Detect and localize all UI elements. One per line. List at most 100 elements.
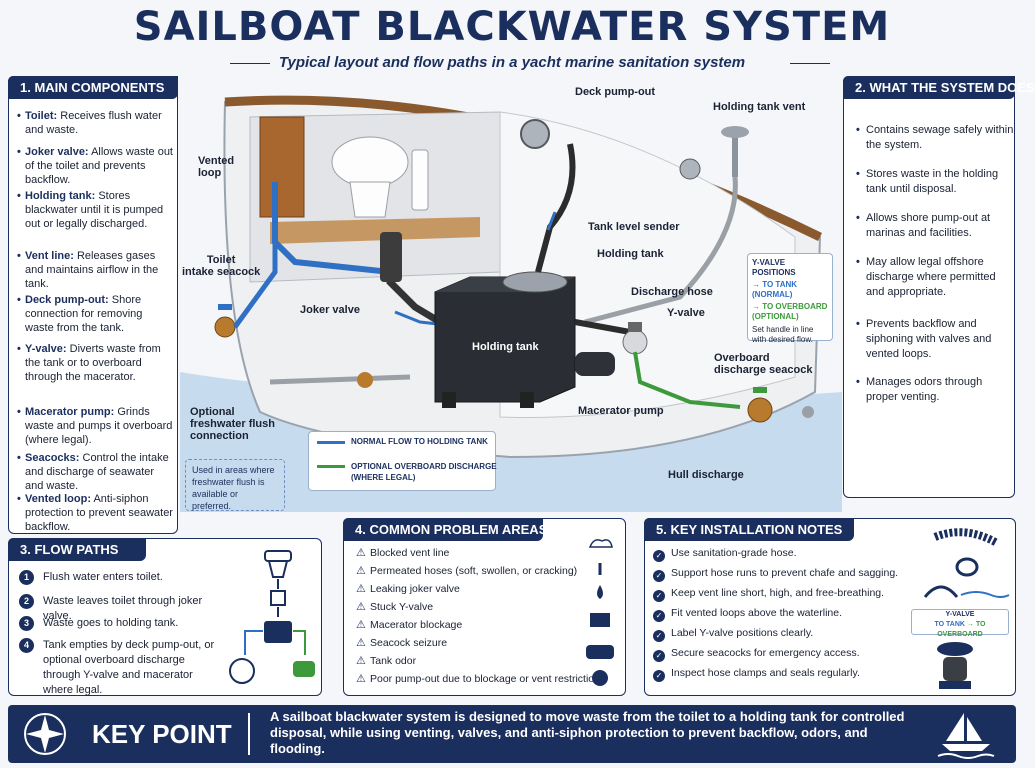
freshwater-hose — [269, 374, 411, 385]
boat-cutaway-diagram — [180, 95, 842, 512]
subtitle-rule-right — [790, 63, 830, 64]
purpose-item: Manages odors through proper venting. — [856, 375, 1016, 405]
check-icon: ✓ — [653, 630, 665, 642]
hose-icon — [933, 528, 999, 577]
label-tank-vent: Holding tank vent — [713, 101, 806, 113]
component-item: Y-valve: Diverts waste from the tank or … — [17, 342, 173, 384]
toilet-pump — [411, 149, 429, 211]
flow-step: 4 Tank empties by deck pump-out, or optio… — [19, 638, 221, 698]
freshwater-valve — [357, 372, 373, 388]
warning-icon: ⚠ — [356, 583, 366, 595]
component-name: Seacocks: — [25, 452, 80, 464]
y-valve-box-overboard: → TO OVERBOARD (OPTIONAL) — [752, 302, 828, 321]
page-title: SAILBOAT BLACKWATER SYSTEM — [133, 4, 891, 50]
y-valve-tag-overboard: TO OVERBOARD — [937, 621, 986, 638]
joker-valve-icon — [270, 590, 286, 606]
tank-foot-right — [520, 392, 534, 408]
purpose-item: Stores waste in the holding tank until d… — [856, 167, 1016, 197]
vent-deck-fitting — [679, 158, 701, 180]
warning-icon: ⚠ — [356, 673, 366, 685]
component-desc: Releases gases and maintains airflow in … — [25, 250, 159, 290]
hull-discharge-fitting — [802, 406, 814, 418]
problem-item: ⚠Permeated hoses (soft, swollen, or crac… — [356, 564, 577, 578]
loop-icon — [923, 585, 959, 598]
seacock-install-icon — [937, 642, 973, 689]
component-name: Macerator pump: — [25, 406, 115, 418]
legend-normal-swatch — [317, 441, 345, 444]
problem-item: ⚠Macerator blockage — [356, 618, 462, 632]
check-icon: ✓ — [653, 650, 665, 662]
problem-text: Permeated hoses (soft, swollen, or crack… — [370, 565, 578, 577]
step-number: 4 — [19, 638, 34, 653]
label-macerator: Macerator pump — [578, 405, 664, 417]
warning-icon: ⚠ — [356, 601, 366, 613]
problem-text: Tank odor — [370, 655, 417, 667]
component-item: Joker valve: Allows waste out of the toi… — [17, 145, 173, 187]
key-point-bar: KEY POINT A sailboat blackwater system i… — [8, 705, 1016, 763]
check-icon: ✓ — [653, 550, 665, 562]
warning-icon: ⚠ — [356, 547, 366, 559]
problem-text: Stuck Y-valve — [370, 601, 434, 613]
y-valve-box-tank: → TO TANK (NORMAL) — [752, 280, 798, 299]
sailboat-icon — [937, 713, 995, 759]
key-point-text: A sailboat blackwater system is designed… — [270, 709, 905, 756]
pumpout-path-icon — [244, 630, 263, 655]
page-subtitle: Typical layout and flow paths in a yacht… — [278, 54, 746, 71]
component-desc: Control the intake and discharge of seaw… — [25, 452, 169, 492]
step-text: Flush water enters toilet. — [43, 571, 163, 583]
intake-handle — [218, 304, 232, 310]
note-text: Label Y-valve positions clearly. — [671, 627, 814, 639]
macerator-icon — [586, 645, 614, 659]
cabinet-door — [259, 116, 305, 218]
purpose-item: Prevents backflow and siphoning with val… — [856, 317, 1016, 362]
toilet-bowl — [331, 136, 409, 188]
label-y-valve: Y-valve — [667, 307, 705, 319]
install-note: ✓Fit vented loops above the waterline. — [653, 606, 842, 622]
main-components-panel: 1. MAIN COMPONENTS Toilet: Receives flus… — [8, 76, 178, 534]
step-text: Tank empties by deck pump-out, or option… — [43, 639, 215, 696]
label-vented-loop: Vented loop — [198, 155, 235, 179]
y-valve-tag-title: Y-VALVE — [945, 611, 975, 618]
problem-text: Blocked vent line — [370, 547, 450, 559]
note-text: Support hose runs to prevent chafe and s… — [671, 567, 899, 579]
component-desc: Diverts waste from the tank or to overbo… — [25, 343, 161, 383]
leak-drop-icon — [597, 585, 603, 599]
problems-heading: 4. COMMON PROBLEM AREAS — [343, 518, 547, 541]
flow-paths-heading: 3. FLOW PATHS — [8, 538, 146, 561]
legend-optional-swatch — [317, 465, 345, 468]
component-desc: Stores blackwater until it is pumped out… — [25, 190, 164, 230]
deck-pumpout-icon — [229, 658, 255, 684]
warning-icon: ⚠ — [356, 655, 366, 667]
holding-tank-icon — [264, 621, 292, 643]
problem-item: ⚠ Blocked vent line — [356, 546, 449, 560]
overboard-flow-line — [633, 351, 741, 409]
toilet-base — [349, 181, 391, 218]
step-text: Waste goes to holding tank. — [43, 617, 179, 629]
waterline-icon — [960, 591, 1010, 598]
component-name: Y-valve: — [25, 343, 67, 355]
problem-text: Poor pump-out due to blockage or vent re… — [370, 673, 600, 685]
note-text: Use sanitation-grade hose. — [671, 547, 797, 559]
warning-icon: ⚠ — [356, 619, 366, 631]
label-tank-level: Tank level sender — [588, 221, 680, 233]
overboard-path-icon — [293, 630, 306, 655]
component-desc: Allows waste out of the toilet and preve… — [25, 146, 173, 186]
tank-foot-left — [442, 392, 456, 408]
label-holding-tank: Holding tank — [597, 248, 664, 260]
label-hull-discharge: Hull discharge — [668, 469, 744, 481]
component-name: Vented loop: — [25, 493, 91, 505]
y-valve-positions-box: Y-VALVE POSITIONS → TO TANK (NORMAL) → T… — [747, 253, 833, 344]
y-valve — [622, 329, 648, 355]
legend-normal-label: NORMAL FLOW TO HOLDING TANK — [351, 437, 488, 446]
component-item: Seacocks: Control the intake and dischar… — [17, 451, 173, 493]
note-text: Inspect hose clamps and seals regularly. — [671, 667, 860, 679]
component-desc: Receives flush water and waste. — [25, 110, 162, 136]
component-name: Vent line: — [25, 250, 74, 262]
check-icon: ✓ — [653, 610, 665, 622]
component-item: Vent line: Releases gases and maintains … — [17, 249, 173, 291]
check-icon: ✓ — [653, 590, 665, 602]
seacock-body-icon — [943, 657, 967, 681]
main-components-heading: 1. MAIN COMPONENTS — [8, 76, 178, 99]
